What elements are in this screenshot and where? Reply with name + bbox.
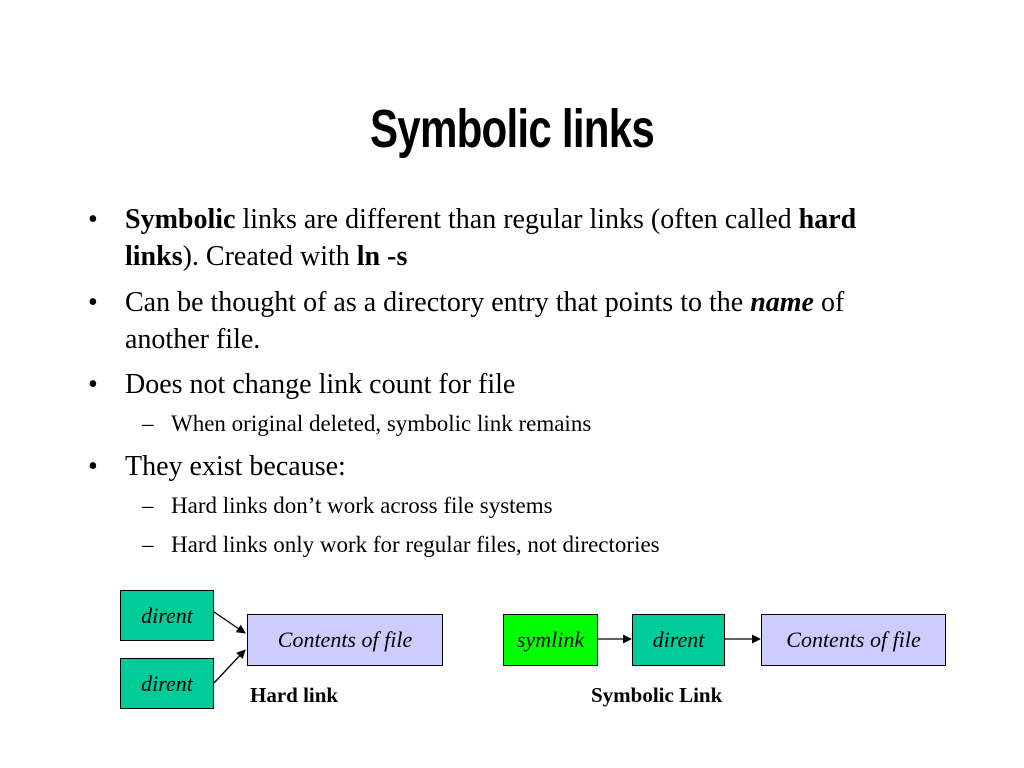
command-ln-s: ln -s: [356, 241, 408, 272]
dirent-label: dirent: [141, 670, 193, 696]
symbolic-contents-box: Contents of file: [761, 614, 946, 666]
bullet-text: of another file.: [125, 287, 845, 355]
dirent-label: dirent: [141, 602, 193, 628]
hard-link-caption: Hard link: [250, 683, 339, 707]
symlink-box: symlink: [503, 614, 598, 666]
bullet-text: Can be thought of as a directory entry t…: [125, 287, 751, 318]
hard-dirent-top-box: dirent: [120, 590, 214, 641]
bullet-symbolic-vs-hard: Symbolic links are different than regula…: [88, 201, 915, 275]
arrow-bottom-dirent: [213, 649, 246, 684]
bullet-link-count: Does not change link count for file: [88, 366, 915, 403]
bullet-why-exist: They exist because:: [88, 448, 915, 485]
hard-contents-box: Contents of file: [247, 614, 443, 666]
bullet-text: links are different than regular links (…: [235, 204, 799, 235]
contents-label: Contents of file: [277, 627, 413, 652]
contents-label: Contents of file: [786, 627, 921, 652]
sub-bullet-original-deleted: When original deleted, symbolic link rem…: [142, 409, 931, 439]
term-name: name: [750, 287, 814, 318]
bullet-directory-entry: Can be thought of as a directory entry t…: [88, 284, 915, 358]
term-symbolic: Symbolic: [125, 204, 236, 235]
sub-bullet-directories: Hard links only work for regular files, …: [142, 530, 931, 560]
slide-title: Symbolic links: [369, 99, 655, 159]
symbolic-link-caption: Symbolic Link: [591, 683, 723, 707]
sub-bullet-file-systems: Hard links don’t work across file system…: [142, 491, 931, 521]
hard-dirent-bottom-box: dirent: [120, 658, 214, 709]
symbolic-dirent-box: dirent: [632, 614, 725, 666]
arrow-top-dirent: [213, 611, 246, 634]
dirent-label: dirent: [652, 627, 705, 652]
bullet-text: ). Created with: [182, 241, 357, 272]
term-hard-links: hard links: [125, 204, 857, 272]
symlink-label: symlink: [516, 627, 585, 652]
